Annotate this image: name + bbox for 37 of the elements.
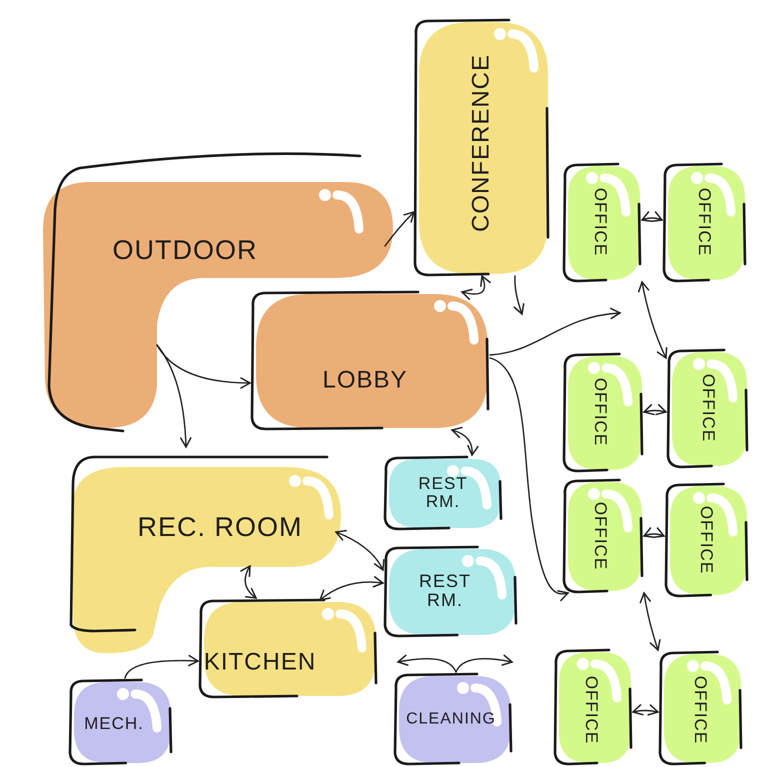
arrow <box>335 530 384 571</box>
arrow <box>455 654 513 673</box>
arrow <box>156 344 251 389</box>
room-label: OFFICE <box>695 188 713 256</box>
arrow <box>397 654 457 673</box>
arrow <box>514 275 524 315</box>
room-label: OFFICE <box>591 502 609 570</box>
room-label: OUTDOOR <box>112 236 258 264</box>
arrow <box>451 427 478 456</box>
room-label: OFFICE <box>691 676 709 744</box>
room-label: OFFICE <box>697 506 715 574</box>
arrow <box>632 704 659 716</box>
arrow <box>640 592 661 651</box>
arrow <box>489 357 569 601</box>
arrow <box>638 281 668 359</box>
room-label: LOBBY <box>322 367 408 393</box>
room-label: OFFICE <box>591 188 609 256</box>
arrow <box>156 344 192 448</box>
room-label: REST RM. <box>418 572 472 610</box>
arrow <box>461 275 491 300</box>
arrow <box>124 654 199 679</box>
room-label: CLEANING <box>406 712 496 728</box>
room-label: KITCHEN <box>204 649 316 675</box>
arrow <box>641 211 663 222</box>
room-label: REST RM. <box>417 475 469 511</box>
arrow <box>489 308 621 356</box>
arrow <box>319 576 384 601</box>
arrow <box>384 211 415 247</box>
room-label: OFFICE <box>699 374 717 442</box>
room-label: REC. ROOM <box>138 512 302 542</box>
room-label: OFFICE <box>591 378 609 446</box>
room-label: MECH. <box>84 715 144 733</box>
arrow <box>240 565 257 599</box>
room-label: CONFERENCE <box>468 54 494 232</box>
room-label: OFFICE <box>582 676 600 744</box>
arrow <box>643 404 667 416</box>
arrow <box>643 527 665 538</box>
